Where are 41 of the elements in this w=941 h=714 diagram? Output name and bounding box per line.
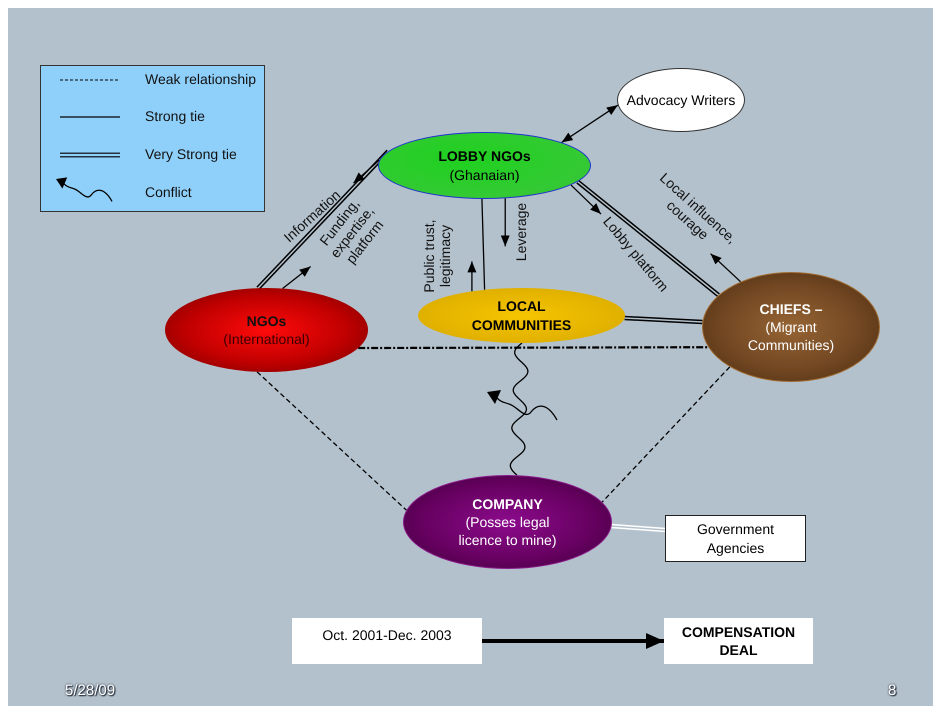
connector xyxy=(481,198,486,290)
arrow xyxy=(710,253,741,282)
double-line xyxy=(256,150,390,290)
node-text: (Ghanaian) xyxy=(449,166,520,184)
node-text: Advocacy Writers xyxy=(626,90,736,110)
arrow xyxy=(570,184,602,214)
node-text: (Migrant Communities) xyxy=(746,318,836,354)
connector xyxy=(561,104,618,143)
edge-label: Public trust, legitimacy xyxy=(420,218,454,295)
arrow xyxy=(500,198,510,246)
node-title: LOCAL COMMUNITIES xyxy=(470,297,572,334)
arrow xyxy=(352,160,380,184)
double-line xyxy=(576,180,720,297)
node-title: CHIEFS – xyxy=(759,300,822,318)
legend-label: Weak relationship xyxy=(145,71,256,87)
dashed-line xyxy=(602,366,730,503)
dashed-line xyxy=(256,371,407,511)
edge-label: Leverage xyxy=(512,202,530,264)
arrow xyxy=(467,261,476,292)
outcome-box xyxy=(664,618,813,664)
node-title: COMPENSATION DEAL xyxy=(680,622,796,660)
node-text: (Posses legal licence to mine) xyxy=(457,512,558,550)
node-title: COMPANY xyxy=(472,494,543,513)
connector xyxy=(482,633,664,649)
node-title: NGOs xyxy=(246,312,286,330)
double-line xyxy=(624,316,702,324)
legend-label: Strong tie xyxy=(145,108,205,124)
node-text: Government Agencies xyxy=(696,520,776,557)
node-title: LOBBY NGOs xyxy=(438,147,531,166)
node-text: (International) xyxy=(223,330,310,348)
legend-label: Conflict xyxy=(145,184,192,200)
dashed-line xyxy=(358,346,708,350)
date-label: 5/28/09 xyxy=(65,682,116,699)
page-number: 8 xyxy=(888,682,896,699)
legend-label: Very Strong tie xyxy=(145,146,237,162)
agency-box xyxy=(665,515,806,562)
arrow xyxy=(282,266,312,290)
double-line xyxy=(611,524,666,532)
period-box xyxy=(292,618,482,664)
conflict-line xyxy=(510,342,529,476)
node-text: Oct. 2001-Dec. 2003 xyxy=(322,626,452,644)
